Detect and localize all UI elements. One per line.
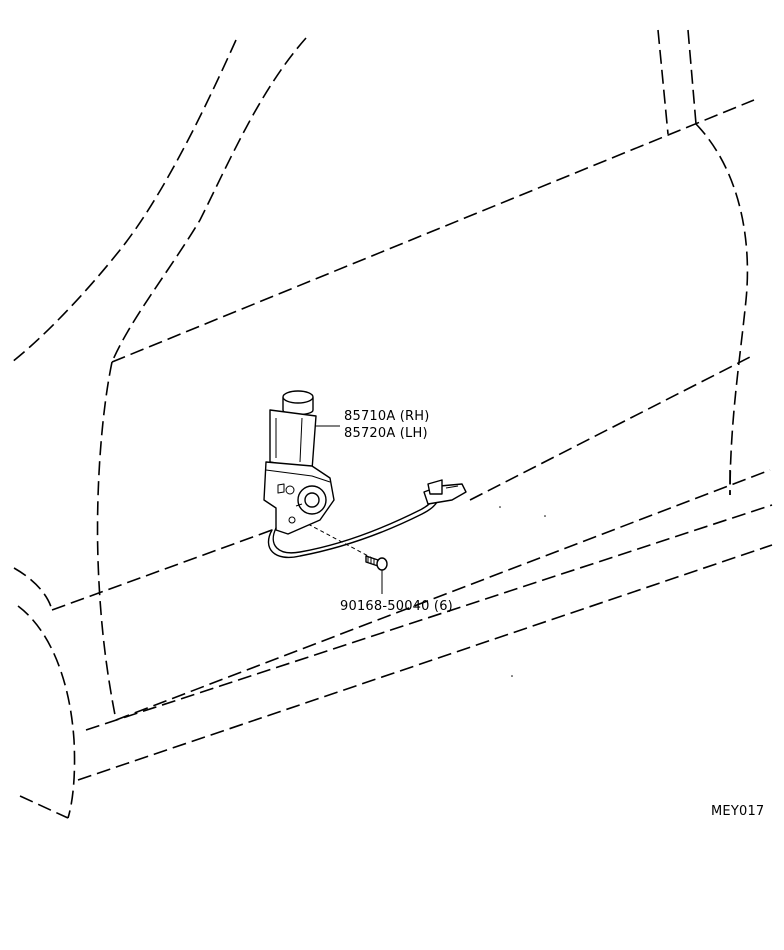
window-regulator-motor <box>263 390 335 535</box>
figure-code: MEY017 <box>711 804 765 819</box>
part-number-screw: 90168-50040 (6) <box>340 599 453 614</box>
wire-harness <box>267 479 467 558</box>
part-number-motor-lh: 85720A (LH) <box>344 426 428 441</box>
door-panel-outline <box>11 29 773 819</box>
leader-lines <box>307 425 383 594</box>
screw <box>365 555 388 571</box>
part-number-motor-rh: 85710A (RH) <box>344 409 430 424</box>
